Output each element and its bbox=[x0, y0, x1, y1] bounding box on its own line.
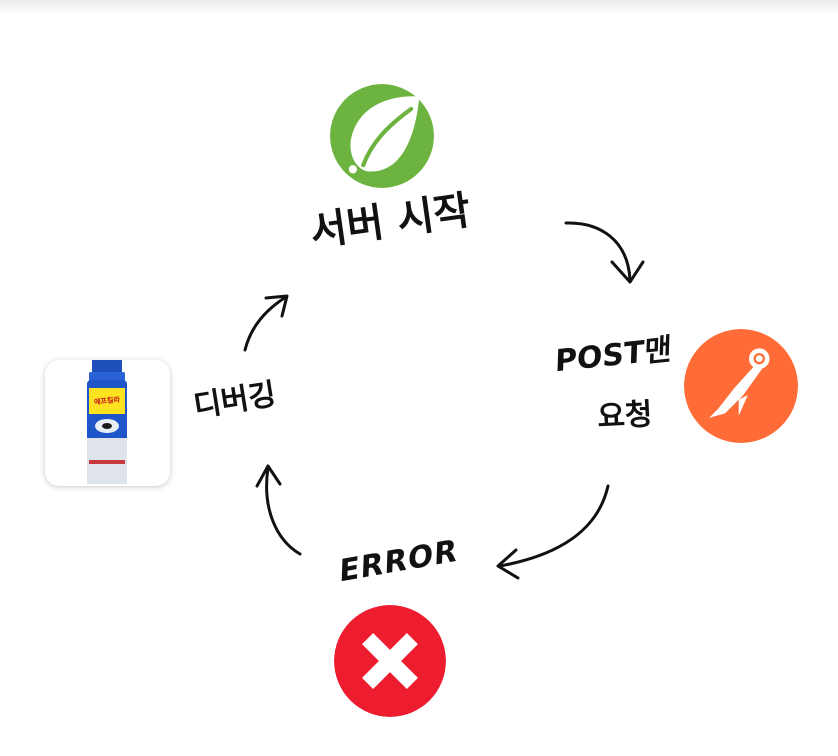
arrow-debug-to-server bbox=[243, 294, 289, 352]
spring-leaf-icon bbox=[330, 84, 434, 188]
postman-icon bbox=[684, 329, 798, 443]
arrow-error-to-debug bbox=[255, 464, 302, 556]
top-edge-shade bbox=[0, 0, 838, 14]
spray-can-drawing bbox=[87, 360, 127, 484]
arrow-server-to-post bbox=[564, 221, 645, 284]
error-x-icon bbox=[334, 605, 446, 717]
arrow-post-to-error bbox=[496, 484, 610, 580]
bug-spray-can-icon: 에프킬라 bbox=[45, 360, 170, 486]
